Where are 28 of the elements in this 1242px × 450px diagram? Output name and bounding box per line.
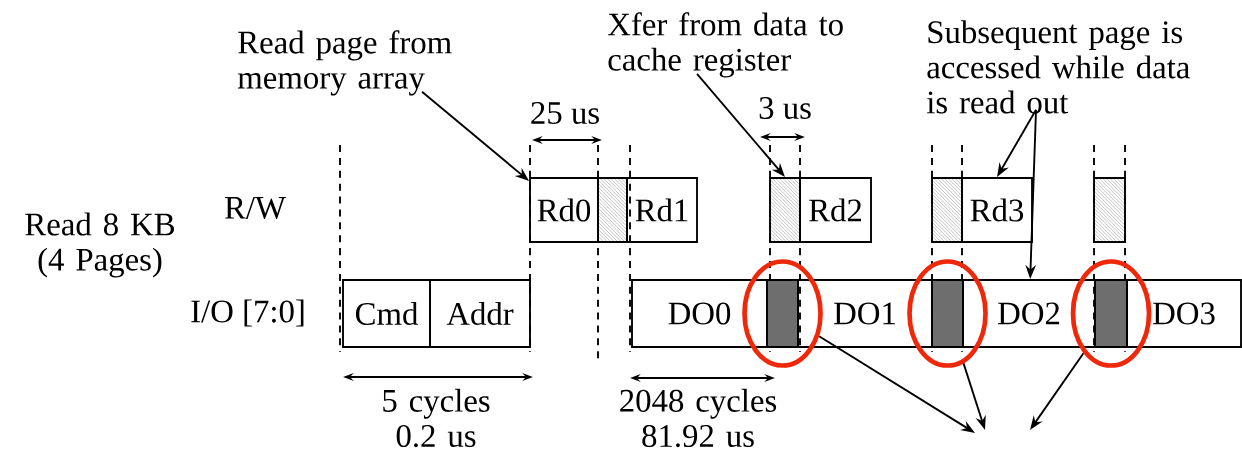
timing-box: Rd3 bbox=[961, 177, 1033, 243]
hatched-box bbox=[769, 177, 801, 243]
highlight-ellipse bbox=[1070, 259, 1152, 368]
callout-text: Subsequent page is accessed while data is read out bbox=[926, 20, 1190, 114]
highlight-ellipse bbox=[907, 259, 988, 368]
label-text: 25 us bbox=[531, 102, 599, 124]
label-text: Read 8 KB (4 Pages) bbox=[25, 212, 174, 278]
shaded-block bbox=[931, 279, 964, 348]
timing-box: Rd0 bbox=[529, 177, 599, 243]
label-text: 5 cycles 0.2 us bbox=[383, 388, 490, 448]
hatched-box bbox=[597, 177, 628, 243]
shaded-block bbox=[766, 279, 799, 348]
shaded-block bbox=[1094, 279, 1128, 348]
label-text: 2048 cycles 81.92 us bbox=[620, 388, 777, 448]
timing-box: DO2 bbox=[962, 279, 1096, 348]
callout-text: Xfer from data to cache register bbox=[607, 12, 843, 78]
highlight-ellipse bbox=[742, 259, 823, 368]
timing-box: Addr bbox=[429, 279, 531, 348]
label-text: 3 us bbox=[759, 97, 811, 119]
timing-box: Rd2 bbox=[799, 177, 872, 243]
label-text: I/O [7:0] bbox=[191, 299, 304, 327]
callout-text: Read page from memory array bbox=[237, 30, 452, 96]
timing-box: Cmd bbox=[342, 279, 431, 348]
hatched-box bbox=[1093, 177, 1126, 243]
timing-box: DO3 bbox=[1126, 279, 1242, 348]
timing-box: Rd1 bbox=[626, 177, 698, 243]
hatched-box bbox=[931, 177, 963, 243]
label-text: R/W bbox=[224, 196, 286, 220]
